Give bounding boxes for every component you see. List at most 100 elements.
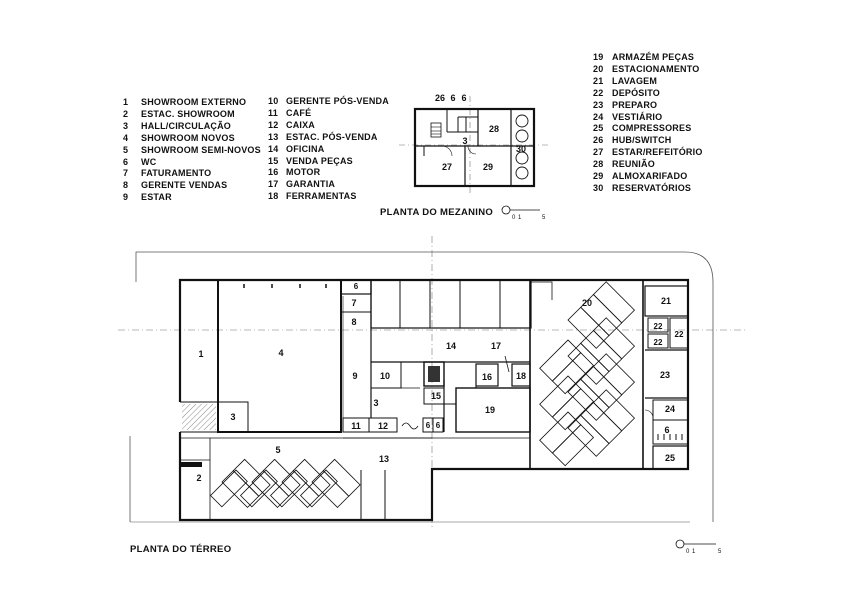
legend-item: 29 ALMOXARIFADO <box>593 171 703 183</box>
legend-number: 23 <box>593 99 604 110</box>
mezzanine-plan <box>399 96 548 196</box>
ground-scale-bar: 0 1 5 <box>675 539 722 555</box>
ground-label-18: 18 <box>516 371 526 381</box>
legend-text: GARANTIA <box>286 179 336 190</box>
legend-number: 18 <box>268 191 279 202</box>
legend-text: COMPRESSORES <box>612 123 692 134</box>
legend-text: ESTAC. PÓS-VENDA <box>286 131 378 142</box>
ground-room-labels: 1 2 3 3 4 5 6 6 6 6 7 8 9 10 11 12 13 14… <box>196 282 684 483</box>
legend-item: 11 CAFÉ <box>268 108 389 120</box>
mezz-label-3: 3 <box>462 136 467 146</box>
mezz-label-26: 26 <box>435 93 445 103</box>
legend-text: FERRAMENTAS <box>286 191 357 202</box>
showroom-5-stalls <box>209 458 361 509</box>
mezz-label-30: 30 <box>516 144 526 154</box>
legend-item: 7 FATURAMENTO <box>123 168 261 180</box>
legend-item: 16 MOTOR <box>268 167 389 179</box>
mezz-label-6a: 6 <box>450 93 455 103</box>
mezzanine-plan-title: PLANTA DO MEZANINO <box>380 207 494 218</box>
mezz-scale-5: 5 <box>542 215 546 221</box>
ground-label-16: 16 <box>482 372 492 382</box>
mezz-label-27: 27 <box>442 162 452 172</box>
legend-text: SHOWROOM NOVOS <box>141 132 235 143</box>
legend-number: 11 <box>268 107 278 118</box>
legend-number: 4 <box>123 132 129 143</box>
legend-number: 12 <box>268 119 279 130</box>
legend-text: SHOWROOM EXTERNO <box>141 97 247 107</box>
legend-number: 20 <box>593 63 604 74</box>
legend-text: RESERVATÓRIOS <box>612 182 692 193</box>
legend-text: ESTAR <box>141 192 172 203</box>
ground-label-24: 24 <box>665 404 675 414</box>
legend-text: MOTOR <box>286 167 321 178</box>
legend-number: 16 <box>268 167 279 178</box>
ground-label-22c: 22 <box>675 330 684 339</box>
legend-number: 26 <box>593 135 604 146</box>
legend-text: HALL/CIRCULAÇÃO <box>141 120 231 131</box>
ground-label-3b: 3 <box>373 398 378 408</box>
legend-text: GERENTE VENDAS <box>141 180 228 191</box>
ground-label-17: 17 <box>491 341 501 351</box>
legend-text: CAIXA <box>286 119 316 130</box>
legend-number: 6 <box>123 156 129 167</box>
legend-number: 1 <box>123 97 129 107</box>
ground-plan <box>118 236 745 528</box>
mezzanine-room-labels: 26 6 6 28 3 30 27 29 <box>435 93 526 172</box>
ground-label-6a: 6 <box>354 282 359 291</box>
mezz-label-28: 28 <box>489 124 499 134</box>
legend-number: 7 <box>123 168 129 179</box>
ground-label-13: 13 <box>379 454 389 464</box>
legend-text: WC <box>141 156 157 167</box>
mezzanine-scale-bar: 0 1 5 <box>501 205 546 221</box>
legend-item: 18 FERRAMENTAS <box>268 191 389 203</box>
legend-item: 13 ESTAC. PÓS-VENDA <box>268 132 389 144</box>
ground-label-6c: 6 <box>436 421 441 430</box>
legend-item: 1 SHOWROOM EXTERNO <box>123 97 261 109</box>
mezz-label-29: 29 <box>483 162 493 172</box>
legend-text: ALMOXARIFADO <box>612 171 688 182</box>
ground-label-7: 7 <box>351 298 356 308</box>
legend-number: 25 <box>593 123 604 134</box>
legend-number: 29 <box>593 171 604 182</box>
ground-plan-title: PLANTA DO TÉRREO <box>130 544 232 555</box>
ground-label-22a: 22 <box>654 322 663 331</box>
mezz-scale-0: 0 <box>512 215 516 221</box>
ground-label-9: 9 <box>352 371 357 381</box>
legend-number: 27 <box>593 147 604 158</box>
legend-number: 21 <box>593 75 604 86</box>
ground-scale-0: 0 <box>686 549 690 555</box>
ground-label-12: 12 <box>378 421 388 431</box>
legend-text: OFICINA <box>286 143 325 154</box>
ground-label-20: 20 <box>582 298 592 308</box>
legend-text: SHOWROOM SEMI-NOVOS <box>141 144 261 155</box>
legend-item: 17 GARANTIA <box>268 179 389 191</box>
ground-label-8: 8 <box>351 317 356 327</box>
legend-number: 13 <box>268 131 279 142</box>
legend-number: 10 <box>268 96 279 106</box>
legend-text: CAFÉ <box>286 107 312 118</box>
legend-number: 17 <box>268 179 279 190</box>
parking-lot-20-stalls <box>539 281 636 467</box>
legend-text: ARMAZÉM PEÇAS <box>612 52 695 62</box>
ground-label-15: 15 <box>431 391 441 401</box>
legend-item: 4 SHOWROOM NOVOS <box>123 133 261 145</box>
legend-item: 12 CAIXA <box>268 120 389 132</box>
legend-text: HUB/SWITCH <box>612 135 672 146</box>
ground-label-3a: 3 <box>230 412 235 422</box>
legend-number: 22 <box>593 87 604 98</box>
legend-item: 6 WC <box>123 157 261 169</box>
legend-number: 28 <box>593 159 604 170</box>
ground-label-21: 21 <box>661 296 671 306</box>
legend-text: FATURAMENTO <box>141 168 212 179</box>
legend-number: 24 <box>593 111 604 122</box>
